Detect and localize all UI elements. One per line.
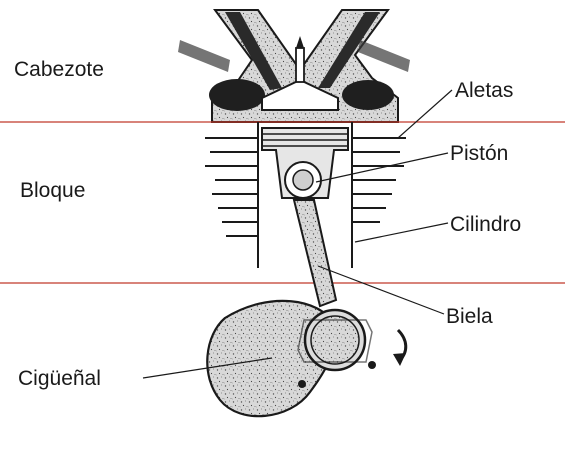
- piston: [262, 128, 348, 198]
- label-piston: Pistón: [450, 142, 508, 165]
- label-cilindro: Cilindro: [450, 213, 521, 236]
- label-cabezote: Cabezote: [14, 58, 104, 81]
- label-aletas: Aletas: [455, 79, 513, 102]
- label-bloque: Bloque: [20, 179, 85, 202]
- cylinder-head: [178, 10, 410, 122]
- label-ciguenal: Cigüeñal: [18, 367, 101, 390]
- crankshaft: [207, 301, 406, 416]
- connecting-rod: [294, 200, 336, 306]
- label-biela: Biela: [446, 305, 493, 328]
